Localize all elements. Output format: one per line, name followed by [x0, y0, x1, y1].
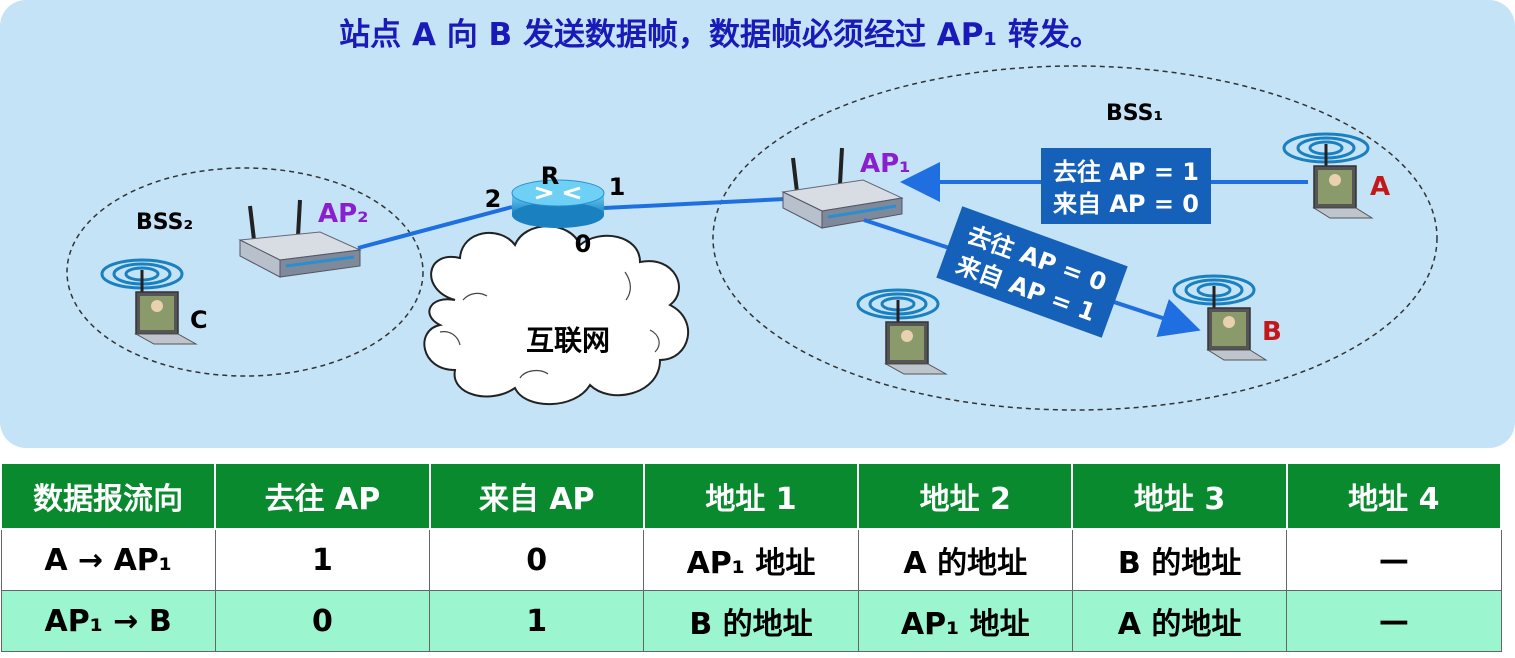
ap2-device-icon	[238, 199, 362, 278]
laptop-a-icon	[1282, 132, 1374, 219]
header-direction: 数据报流向	[0, 462, 217, 530]
station-a-label: A	[1370, 172, 1390, 202]
link-router-ap1	[603, 197, 786, 210]
laptop-b-icon	[1172, 274, 1268, 361]
table-cell: —	[1286, 528, 1502, 591]
table-cell: AP₁ 地址	[643, 528, 859, 591]
diagram-background	[0, 0, 1515, 448]
table-cell: A → AP₁	[0, 528, 216, 591]
ap1-device-icon	[781, 147, 904, 229]
router-label: R	[541, 162, 559, 190]
internet-label: 互联网	[526, 324, 610, 357]
header-address-1: 地址 1	[642, 462, 860, 530]
header-address-3: 地址 3	[1071, 462, 1288, 530]
station-b-label: B	[1262, 317, 1282, 347]
bss1-label: BSS₁	[1106, 101, 1163, 126]
bss2-label: BSS₂	[136, 210, 193, 235]
router-icon	[511, 179, 605, 228]
table-cell: 0	[214, 590, 431, 652]
table-cell: 1	[214, 528, 431, 591]
header-from-ap: 来自 AP	[428, 462, 645, 530]
table-cell: A 的地址	[857, 528, 1073, 591]
router-port-0: 0	[575, 230, 592, 258]
station-c-label: C	[190, 306, 208, 334]
router-port-1: 1	[609, 173, 626, 201]
table-cell: 0	[429, 528, 645, 591]
router-port-2: 2	[485, 185, 502, 213]
laptop-bss1-icon	[856, 288, 948, 375]
ap2-label: AP₂	[318, 199, 369, 229]
table-cell: A 的地址	[1071, 590, 1288, 652]
table-cell: AP₁ → B	[0, 590, 216, 652]
table-cell: —	[1286, 590, 1502, 652]
network-diagram: 站点 A 向 B 发送数据帧，数据帧必须经过 AP₁ 转发。 互联网 R 1 2…	[0, 0, 1515, 448]
bss2-boundary	[66, 167, 424, 377]
header-to-ap: 去往 AP	[214, 462, 431, 530]
table-row: AP₁ → B 0 1 B 的地址 AP₁ 地址 A 的地址 —	[0, 590, 1502, 652]
page-title: 站点 A 向 B 发送数据帧，数据帧必须经过 AP₁ 转发。	[339, 17, 1101, 53]
ap1-label: AP₁	[860, 149, 911, 179]
bss1-boundary	[712, 65, 1438, 411]
table-header-row: 数据报流向 去往 AP 来自 AP 地址 1 地址 2 地址 3 地址 4	[0, 462, 1503, 530]
laptop-c-icon	[100, 258, 198, 345]
internet-cloud	[423, 225, 689, 406]
frame-box-a-to-ap1: 去往 AP = 1 来自 AP = 0	[1041, 148, 1211, 224]
table-cell: B 的地址	[643, 590, 859, 652]
frame-box-ap1-to-b: 去往 AP = 0 来自 AP = 1	[936, 206, 1128, 338]
table-cell: B 的地址	[1071, 528, 1288, 591]
table-cell: AP₁ 地址	[857, 590, 1073, 652]
frame-a-to-ap1-line2: 来自 AP = 0	[1053, 190, 1199, 218]
table-cell: 1	[429, 590, 645, 652]
link-ap2-router	[357, 205, 513, 250]
table-row: A → AP₁ 1 0 AP₁ 地址 A 的地址 B 的地址 —	[0, 528, 1502, 591]
address-table: 数据报流向 去往 AP 来自 AP 地址 1 地址 2 地址 3 地址 4 A …	[0, 462, 1503, 652]
header-address-2: 地址 2	[857, 462, 1074, 530]
header-address-4: 地址 4	[1285, 462, 1503, 530]
frame-a-to-ap1-line1: 去往 AP = 1	[1053, 158, 1199, 186]
